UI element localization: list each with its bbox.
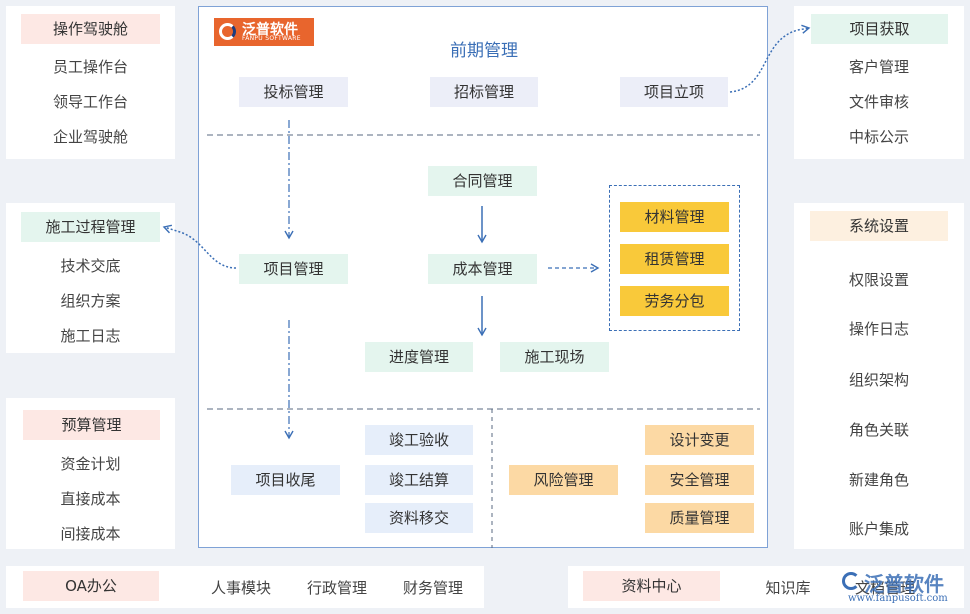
oa-item[interactable]: 行政管理 (306, 579, 367, 597)
oa-item[interactable]: 财务管理 (402, 579, 463, 597)
panel-docs: 资料中心 知识库 文档管理 (568, 566, 964, 608)
docs-item[interactable]: 文档管理 (854, 579, 915, 597)
quality-management[interactable]: 质量管理 (645, 503, 754, 533)
settings-item[interactable]: 角色关联 (848, 421, 909, 439)
logo: 泛普软件 FANPU SOFTWARE (214, 18, 314, 46)
oa-item[interactable]: 人事模块 (210, 579, 271, 597)
center-title: 前期管理 (450, 41, 518, 61)
project-closing[interactable]: 项目收尾 (231, 465, 340, 495)
safety-management[interactable]: 安全管理 (645, 465, 754, 495)
cockpit-item[interactable]: 领导工作台 (52, 93, 128, 111)
settings-item[interactable]: 权限设置 (848, 271, 909, 289)
settings-item[interactable]: 组织架构 (848, 371, 909, 389)
panel-project-acquire: 项目获取 客户管理 文件审核 中标公示 (794, 6, 964, 159)
progress-management[interactable]: 进度管理 (365, 342, 473, 372)
budget-header: 预算管理 (23, 410, 160, 440)
logo-icon (219, 23, 236, 40)
settings-item[interactable]: 操作日志 (848, 320, 909, 338)
budget-item[interactable]: 资金计划 (60, 455, 121, 473)
project-management[interactable]: 项目管理 (239, 254, 348, 284)
construction-item[interactable]: 技术交底 (60, 257, 121, 275)
project-initiation[interactable]: 项目立项 (620, 77, 728, 107)
site-management[interactable]: 施工现场 (500, 342, 609, 372)
construction-item[interactable]: 组织方案 (60, 292, 121, 310)
docs-item[interactable]: 知识库 (765, 579, 811, 597)
settings-item[interactable]: 新建角色 (848, 471, 909, 489)
watermark-url: www.fanpusoft.com (848, 593, 948, 604)
settings-item[interactable]: 账户集成 (848, 520, 909, 538)
acquire-header: 项目获取 (811, 14, 948, 44)
lease-management[interactable]: 租赁管理 (620, 244, 729, 274)
cockpit-item[interactable]: 企业驾驶舱 (52, 128, 128, 146)
oa-header: OA办公 (23, 571, 159, 601)
docs-header: 资料中心 (583, 571, 720, 601)
acquire-item[interactable]: 文件审核 (848, 93, 909, 111)
resource-group (609, 185, 740, 331)
acquire-item[interactable]: 中标公示 (848, 128, 909, 146)
cost-management[interactable]: 成本管理 (428, 254, 537, 284)
watermark-name: 泛普软件 (864, 572, 944, 596)
tender-management[interactable]: 招标管理 (430, 77, 538, 107)
budget-item[interactable]: 间接成本 (60, 525, 121, 543)
panel-budget: 预算管理 资金计划 直接成本 间接成本 (6, 398, 175, 549)
contract-management[interactable]: 合同管理 (428, 166, 537, 196)
logo-text: 泛普软件 (242, 22, 298, 38)
design-change[interactable]: 设计变更 (645, 425, 754, 455)
center-panel: 泛普软件 FANPU SOFTWARE 前期管理 投标管理 招标管理 项目立项 … (198, 6, 768, 548)
cockpit-item[interactable]: 员工操作台 (52, 58, 128, 76)
arrow-project-to-construction (162, 224, 237, 269)
watermark: 泛普软件 www.fanpusoft.com (842, 568, 966, 610)
panel-construction-process: 施工过程管理 技术交底 组织方案 施工日志 (6, 203, 175, 353)
cockpit-header: 操作驾驶舱 (21, 14, 160, 44)
construction-header: 施工过程管理 (21, 212, 160, 242)
watermark-logo-icon (842, 572, 860, 590)
acquire-item[interactable]: 客户管理 (848, 58, 909, 76)
completion-settlement[interactable]: 竣工结算 (365, 465, 473, 495)
settings-header: 系统设置 (810, 211, 948, 241)
panel-system-settings: 系统设置 权限设置 操作日志 组织架构 角色关联 新建角色 账户集成 (794, 203, 964, 549)
construction-item[interactable]: 施工日志 (60, 327, 121, 345)
bid-management[interactable]: 投标管理 (239, 77, 348, 107)
document-handover[interactable]: 资料移交 (365, 503, 473, 533)
completion-acceptance[interactable]: 竣工验收 (365, 425, 473, 455)
panel-oa: OA办公 人事模块 行政管理 财务管理 (6, 566, 484, 608)
logo-subtext: FANPU SOFTWARE (242, 35, 301, 42)
budget-item[interactable]: 直接成本 (60, 490, 121, 508)
arrow-initiation-to-acquire (729, 24, 811, 93)
labor-subcontract[interactable]: 劳务分包 (620, 286, 729, 316)
risk-management[interactable]: 风险管理 (509, 465, 618, 495)
material-management[interactable]: 材料管理 (620, 202, 729, 232)
panel-cockpit: 操作驾驶舱 员工操作台 领导工作台 企业驾驶舱 (6, 6, 175, 159)
